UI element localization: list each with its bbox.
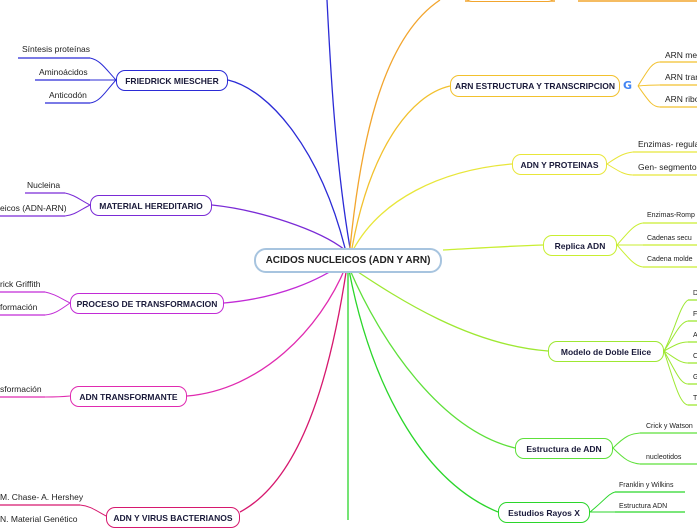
edge-material [211,204,346,251]
topic-label: ADN Y PROTEINAS [520,159,599,170]
topic-material-hereditario[interactable]: MATERIAL HEREDITARIO [90,195,212,216]
topic-proceso-transformacion[interactable]: PROCESO DE TRANSFORMACION [70,293,224,314]
topic-label: ADN TRANSFORMANTE [79,391,178,402]
subtopic-sintesis-proteinas[interactable]: Síntesis proteínas [22,44,91,54]
topic-label: ADN Y VIRUS BACTERIANOS [113,512,233,523]
subtopic-gen-segmento[interactable]: Gen- segmento [638,162,697,172]
edge-doble [351,267,549,352]
topic-label: FRIEDRICK MIESCHER [125,75,219,86]
subtopic-transformacion-2[interactable]: sformación [0,384,42,394]
edge-virus [239,265,348,513]
subtopic-franklin-wilkins[interactable]: Franklin y Wilkins [619,482,674,489]
edge-rayos [348,269,499,513]
edge-friedrick [227,79,346,249]
edge-top-orange [349,0,441,249]
subtopic-acidos-nucleicos[interactable]: eicos (ADN-ARN) [0,203,67,213]
topic-label: Estudios Rayos X [508,507,580,518]
edge-arn [351,85,451,249]
edge-adn-transformante [186,265,347,397]
subtopic-enzimas-romp[interactable]: Enzimas-Romp [647,212,695,219]
google-icon[interactable]: G [623,79,633,92]
subtopic-estructura-adn[interactable]: Estructura ADN [619,503,668,510]
subtopic-nucleina[interactable]: Nucleina [27,180,61,190]
subtopic-nucleotidos[interactable]: nucleotidos [646,454,682,461]
subtopic-doble-t[interactable]: T [693,395,697,402]
edge-replica [442,244,544,251]
subtopic-aminoacidos[interactable]: Aminoácidos [39,67,88,77]
topic-label: ARN ESTRUCTURA Y TRANSCRIPCION [455,81,615,91]
topic-arn-estructura[interactable]: ARN ESTRUCTURA Y TRANSCRIPCION [450,75,620,97]
subtopic-doble-g[interactable]: G [693,374,697,381]
subtopic-anticodon[interactable]: Anticodón [49,90,87,100]
topic-replica-adn[interactable]: Replica ADN [543,235,617,256]
subtopic-arn-transferencia[interactable]: ARN tran [665,72,697,82]
topic-top-cut[interactable] [465,0,555,2]
topic-friedrick-miescher[interactable]: FRIEDRICK MIESCHER [116,70,228,91]
subtopic-griffith[interactable]: rick Griffith [0,279,41,289]
subtopic-arn-mensajero[interactable]: ARN mer [665,50,697,60]
subtopic-material-genetico[interactable]: N. Material Genético [0,514,78,524]
edge-top-blue [326,0,351,249]
subtopic-doble-f[interactable]: F [693,311,697,318]
topic-label: PROCESO DE TRANSFORMACION [76,298,218,309]
topic-adn-transformante[interactable]: ADN TRANSFORMANTE [70,386,187,407]
edge-proteinas [352,163,513,251]
subtopic-arn-ribosomal[interactable]: ARN ribo [665,94,697,104]
subtopic-doble-c[interactable]: C [693,353,697,360]
topic-label: Modelo de Doble Elice [560,346,652,357]
subtopic-enzimas-regula[interactable]: Enzimas- regula [638,139,697,149]
topic-label: MATERIAL HEREDITARIO [99,200,203,211]
topic-label: Estructura de ADN [526,443,602,454]
subtopic-crick-watson[interactable]: Crick y Watson [646,423,693,430]
topic-adn-proteinas[interactable]: ADN Y PROTEINAS [512,154,607,175]
topic-adn-virus[interactable]: ADN Y VIRUS BACTERIANOS [106,507,240,528]
topic-label: Replica ADN [554,240,606,251]
central-topic-label: ACIDOS NUCLEICOS (ADN Y ARN) [265,255,431,266]
subtopic-cadena-molde[interactable]: Cadena molde [647,256,693,263]
subtopic-doble-d[interactable]: D [693,290,697,297]
subtopic-chase-hershey[interactable]: M. Chase- A. Hershey [0,492,84,502]
central-topic[interactable]: ACIDOS NUCLEICOS (ADN Y ARN) [254,248,442,273]
subtopic-transformacion[interactable]: formación [0,302,38,312]
topic-doble-elice[interactable]: Modelo de Doble Elice [548,341,664,362]
topic-estructura-adn[interactable]: Estructura de ADN [515,438,613,459]
subtopic-cadenas-secu[interactable]: Cadenas secu [647,235,692,242]
edge-estructura [349,269,516,449]
subtopic-doble-a[interactable]: A [693,332,697,339]
